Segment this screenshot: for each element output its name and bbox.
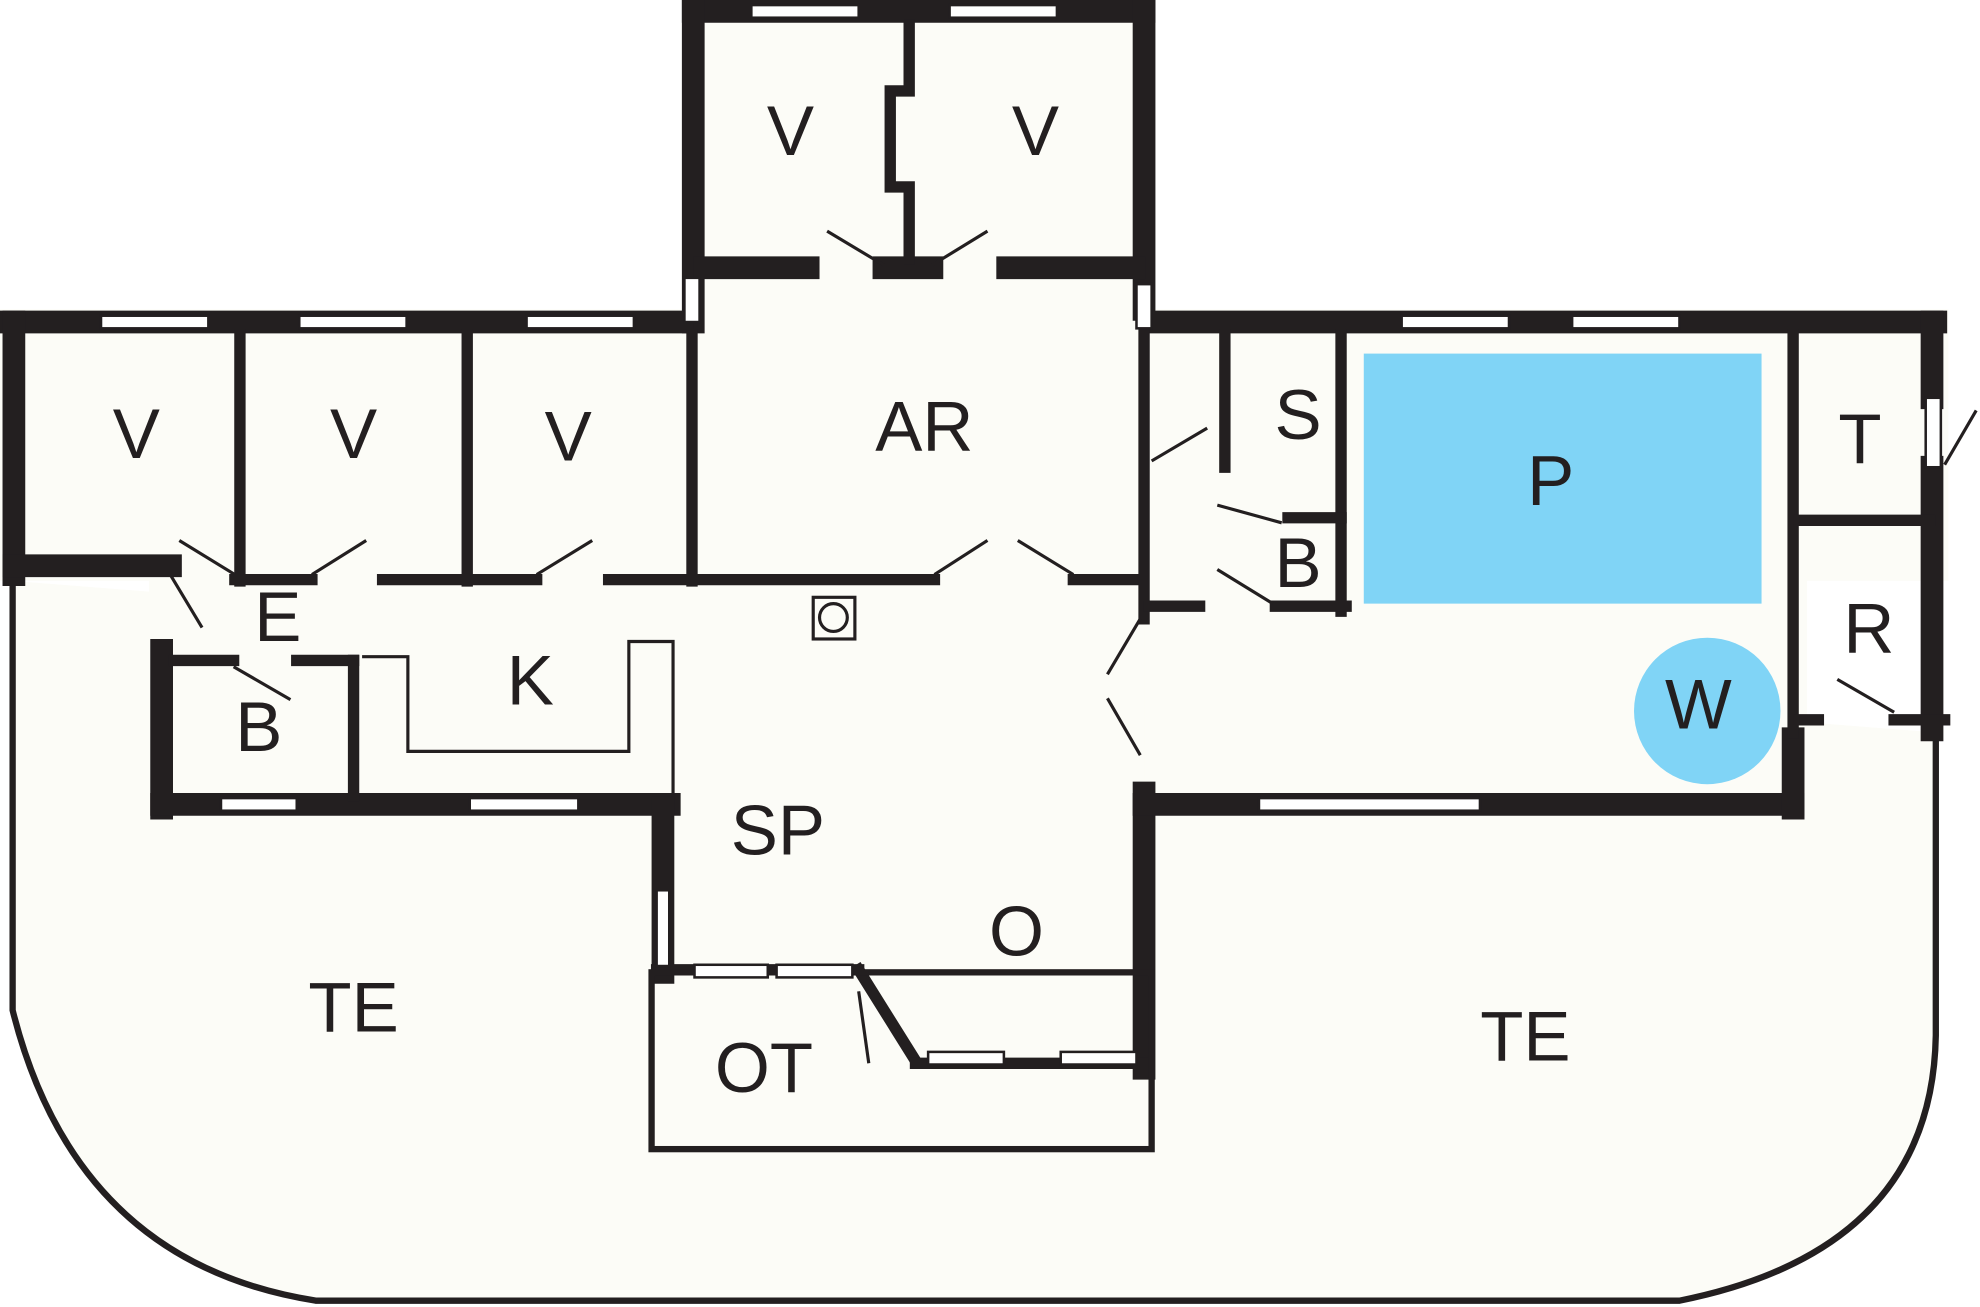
- room-label-b-right: B: [1275, 523, 1322, 602]
- room-label-b-left: B: [235, 687, 282, 766]
- room-label-k: K: [507, 640, 554, 719]
- room-label-te-right: TE: [1480, 996, 1570, 1075]
- room-label-s: S: [1275, 375, 1322, 454]
- door-swings: [166, 229, 1978, 1064]
- room-label-w: W: [1665, 664, 1732, 743]
- room-label-ot: OT: [715, 1028, 813, 1107]
- room-label-v-left-2: V: [330, 394, 377, 473]
- room-label-r: R: [1843, 589, 1894, 668]
- room-label-ar: AR: [875, 387, 973, 466]
- windows: [99, 3, 1943, 1066]
- room-label-v-top-right: V: [1012, 91, 1059, 170]
- room-label-t: T: [1838, 399, 1881, 478]
- room-label-sp: SP: [731, 791, 825, 870]
- whirlpool: [1634, 637, 1781, 785]
- room-label-v-left-3: V: [545, 397, 592, 476]
- room-label-p: P: [1527, 441, 1574, 520]
- room-label-e: E: [254, 577, 301, 656]
- room-label-te-left: TE: [308, 967, 398, 1046]
- fireplace: [811, 595, 857, 641]
- room-label-v-top-left: V: [767, 91, 814, 170]
- kitchen-counter: [362, 639, 675, 795]
- outdoor-kitchen: [648, 969, 1155, 1153]
- room-label-v-left-1: V: [113, 394, 160, 473]
- pool: [1363, 353, 1762, 604]
- fixtures: [362, 595, 1155, 1153]
- room-label-o: O: [989, 892, 1044, 971]
